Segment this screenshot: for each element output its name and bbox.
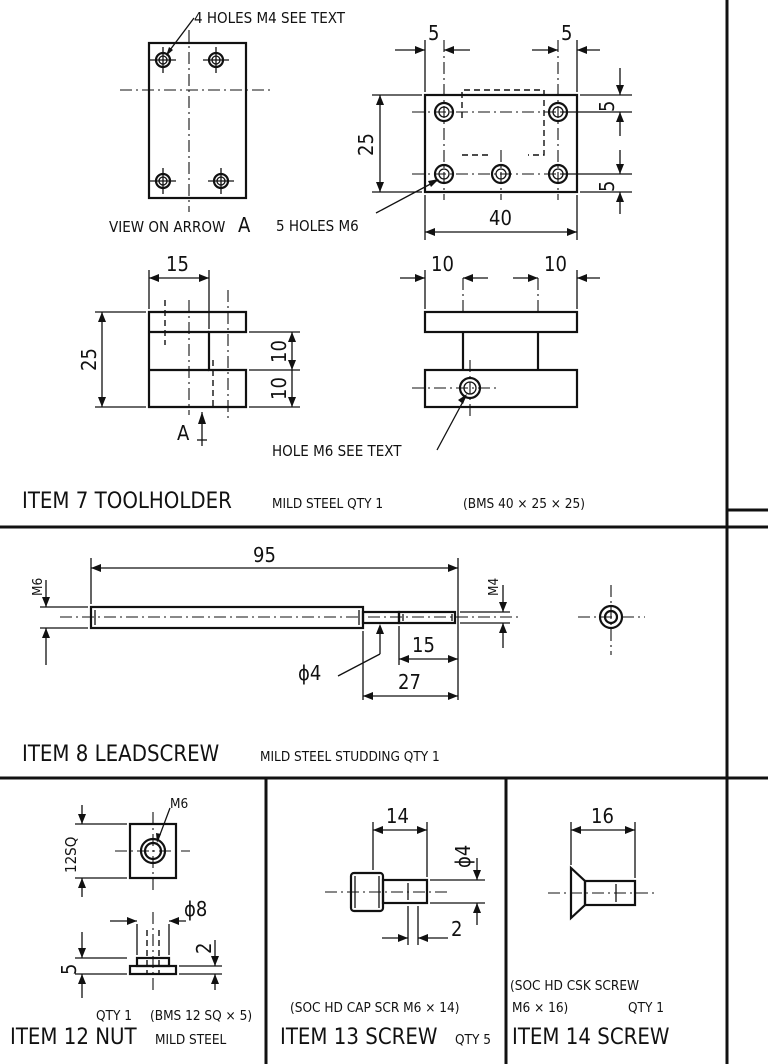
dim-right-upper-5: 5 (595, 101, 619, 112)
toolholder-side-view: 15 25 10 10 A (77, 252, 300, 446)
dim-top-left-5: 5 (428, 21, 439, 45)
toolholder-front-view: 10 10 HOLE M6 SEE TEXT (272, 252, 600, 460)
dim-m4: M4 (486, 578, 502, 596)
arrow-label-a: A (177, 421, 190, 445)
dim-m6: M6 (30, 578, 46, 596)
dim-nut-height-5: 5 (57, 964, 81, 975)
item-14-title: (SOC HD CSK SCREW M6 × 16) QTY 1 ITEM 14… (510, 978, 669, 1050)
nut-drawing: M6 12SQ ϕ8 5 2 (57, 796, 222, 998)
item-13-spec: (SOC HD CAP SCR M6 × 14) (290, 1000, 459, 1016)
item-8-title: ITEM 8 LEADSCREW MILD STEEL STUDDING QTY… (22, 742, 440, 767)
note-5-holes-m6: 5 HOLES M6 (276, 217, 359, 235)
item-14-qty: QTY 1 (628, 1000, 664, 1016)
dim-screw14-length-16: 16 (591, 804, 614, 828)
item-7-title: ITEM 7 TOOLHOLDER MILD STEEL QTY 1 (BMS … (22, 489, 585, 514)
dim-front-left-10: 10 (431, 252, 454, 276)
dim-screw13-diameter: ϕ4 (451, 845, 475, 868)
dim-side-height-25: 25 (77, 348, 101, 371)
item-14-name: ITEM 14 SCREW (512, 1025, 669, 1050)
dim-right-lower-5: 5 (595, 181, 619, 192)
note-4-holes-m4: 4 HOLES M4 SEE TEXT (194, 9, 346, 27)
dim-diameter-4: ϕ4 (298, 661, 321, 685)
dim-screw13-head-2: 2 (451, 917, 462, 941)
item-12-qty: QTY 1 (96, 1008, 132, 1024)
item-14-spec-1: (SOC HD CSK SCREW (510, 978, 639, 994)
dim-thread-15: 15 (412, 633, 435, 657)
item-12-name: ITEM 12 NUT (10, 1025, 138, 1050)
nut-m6-label: M6 (170, 796, 188, 812)
item-7-material: MILD STEEL QTY 1 (272, 496, 383, 512)
item-12-material: MILD STEEL (155, 1032, 227, 1048)
dim-width-40: 40 (489, 206, 512, 230)
note-view-on-arrow: VIEW ON ARROW (109, 218, 225, 236)
dim-nut-diameter-8: ϕ8 (184, 897, 207, 921)
cap-screw-drawing: 14 ϕ4 2 (325, 804, 485, 945)
toolholder-top-view: 5 5 25 5 5 40 5 HOLES M6 (276, 21, 632, 240)
item-12-stock: (BMS 12 SQ × 5) (150, 1008, 252, 1024)
dim-nut-square: 12SQ (62, 837, 80, 873)
note-hole-m6: HOLE M6 SEE TEXT (272, 442, 402, 460)
item-7-stock: (BMS 40 × 25 × 25) (463, 496, 585, 512)
item-13-name: ITEM 13 SCREW (280, 1025, 437, 1050)
item-7-name: ITEM 7 TOOLHOLDER (22, 489, 232, 514)
item-13-title: (SOC HD CAP SCR M6 × 14) ITEM 13 SCREW Q… (280, 1000, 491, 1050)
leadscrew-drawing: 95 M6 M4 15 ϕ4 27 (30, 543, 645, 700)
note-view-letter: A (238, 213, 251, 237)
toolholder-view-on-arrow: 4 HOLES M4 SEE TEXT VIEW ON ARROW A (109, 9, 346, 237)
item-8-name: ITEM 8 LEADSCREW (22, 742, 219, 767)
item-14-spec-2: M6 × 16) (512, 1000, 568, 1016)
dim-height-25: 25 (354, 133, 378, 156)
item-13-qty: QTY 5 (455, 1032, 491, 1048)
item-12-title: QTY 1 (BMS 12 SQ × 5) ITEM 12 NUT MILD S… (10, 1008, 252, 1050)
dim-side-lower-10: 10 (267, 377, 291, 400)
dim-length-95: 95 (253, 543, 276, 567)
dim-top-right-5: 5 (561, 21, 572, 45)
dim-side-width-15: 15 (166, 252, 189, 276)
dim-step-27: 27 (398, 670, 421, 694)
item-8-material: MILD STEEL STUDDING QTY 1 (260, 749, 440, 765)
csk-screw-drawing: 16 (548, 804, 658, 921)
dim-front-right-10: 10 (544, 252, 567, 276)
dim-side-upper-10: 10 (267, 340, 291, 363)
dim-screw13-length-14: 14 (386, 804, 409, 828)
dim-nut-collar-2: 2 (192, 943, 216, 954)
